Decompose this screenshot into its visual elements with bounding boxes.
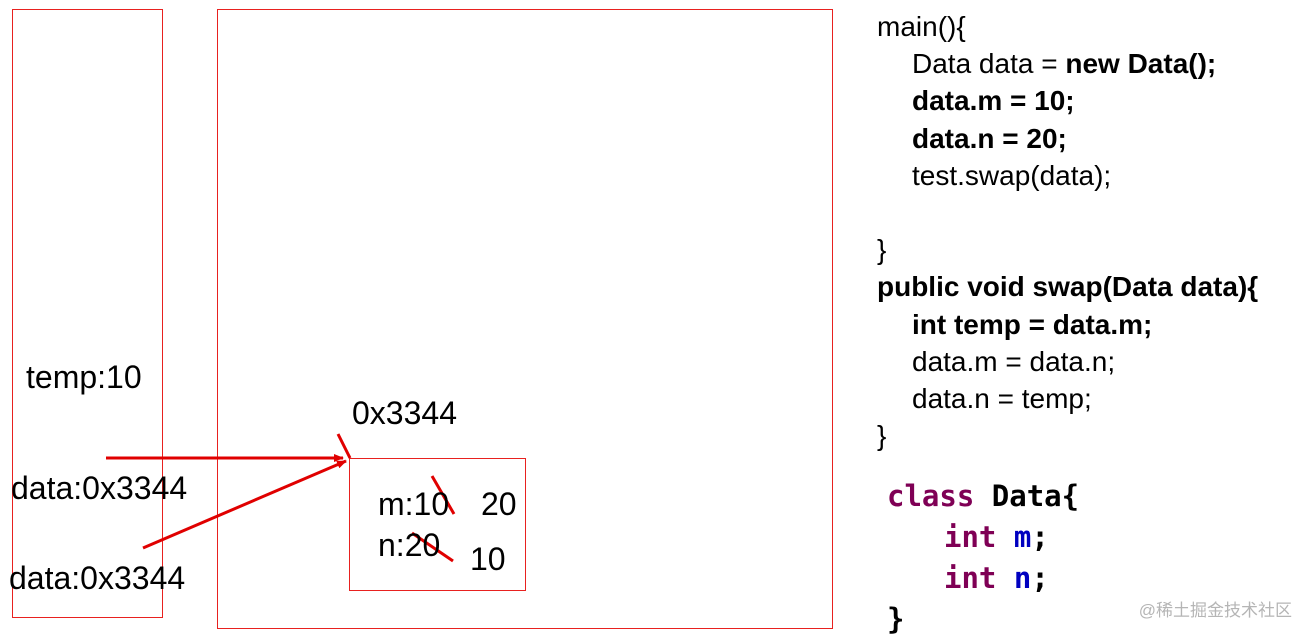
field-name-m: m bbox=[1013, 520, 1032, 554]
heap-area bbox=[217, 9, 833, 629]
code-main-line-new: Data data = new Data(); bbox=[877, 45, 1258, 82]
code-main-signature: main(){ bbox=[877, 11, 966, 42]
field-n-new-value: 10 bbox=[470, 541, 506, 577]
class-field-m: int m; bbox=[887, 517, 1079, 558]
data-object-box bbox=[349, 458, 526, 591]
keyword-class: class bbox=[887, 479, 975, 513]
keyword-int: int bbox=[944, 520, 997, 554]
semicolon: ; bbox=[1031, 520, 1049, 554]
code-swap-line-temp: int temp = data.m; bbox=[912, 308, 1153, 340]
class-name: Data{ bbox=[974, 479, 1080, 513]
class-field-n: int n; bbox=[887, 558, 1079, 599]
address-tick bbox=[336, 433, 352, 459]
code-main-line-set-m: data.m = 10; bbox=[912, 85, 1075, 117]
class-header: class Data{ bbox=[887, 476, 1079, 517]
swap-data-reference-label: data:0x3344 bbox=[9, 560, 186, 596]
main-data-reference-label: data:0x3344 bbox=[11, 470, 188, 506]
code-swap-line-n: data.n = temp; bbox=[912, 383, 1092, 415]
stack-area bbox=[12, 9, 163, 618]
class-definition: class Data{int m;int n;} bbox=[887, 476, 1079, 640]
swap-data-arrow bbox=[142, 459, 347, 550]
watermark: @稀土掘金技术社区 bbox=[1138, 601, 1292, 620]
code-main-close: } bbox=[877, 234, 887, 266]
temp-variable-label: temp:10 bbox=[26, 359, 142, 395]
keyword-int: int bbox=[944, 561, 997, 595]
strike-m-value bbox=[430, 475, 456, 515]
field-n-label: n:20 bbox=[378, 527, 441, 563]
code-main-line-call: test.swap(data); bbox=[912, 159, 1112, 191]
code-listing: main(){Data data = new Data();data.m = 1… bbox=[877, 8, 1258, 454]
semicolon: ; bbox=[1031, 561, 1049, 595]
code-blank-line bbox=[877, 194, 1258, 231]
strike-n-value bbox=[411, 531, 454, 563]
code-text-bold: new Data(); bbox=[1065, 48, 1217, 80]
object-address-label: 0x3344 bbox=[352, 395, 457, 431]
field-name-n: n bbox=[1013, 561, 1032, 595]
code-swap-signature: public void swap(Data data){ bbox=[877, 271, 1259, 303]
code-swap-close: } bbox=[877, 420, 887, 452]
field-m-label: m:10 bbox=[378, 486, 450, 522]
code-main-line-set-n: data.n = 20; bbox=[912, 122, 1067, 154]
class-close: } bbox=[887, 602, 905, 636]
field-m-new-value: 20 bbox=[481, 486, 517, 522]
code-swap-line-m: data.m = data.n; bbox=[912, 345, 1116, 377]
code-text-plain: Data data = bbox=[912, 48, 1066, 80]
